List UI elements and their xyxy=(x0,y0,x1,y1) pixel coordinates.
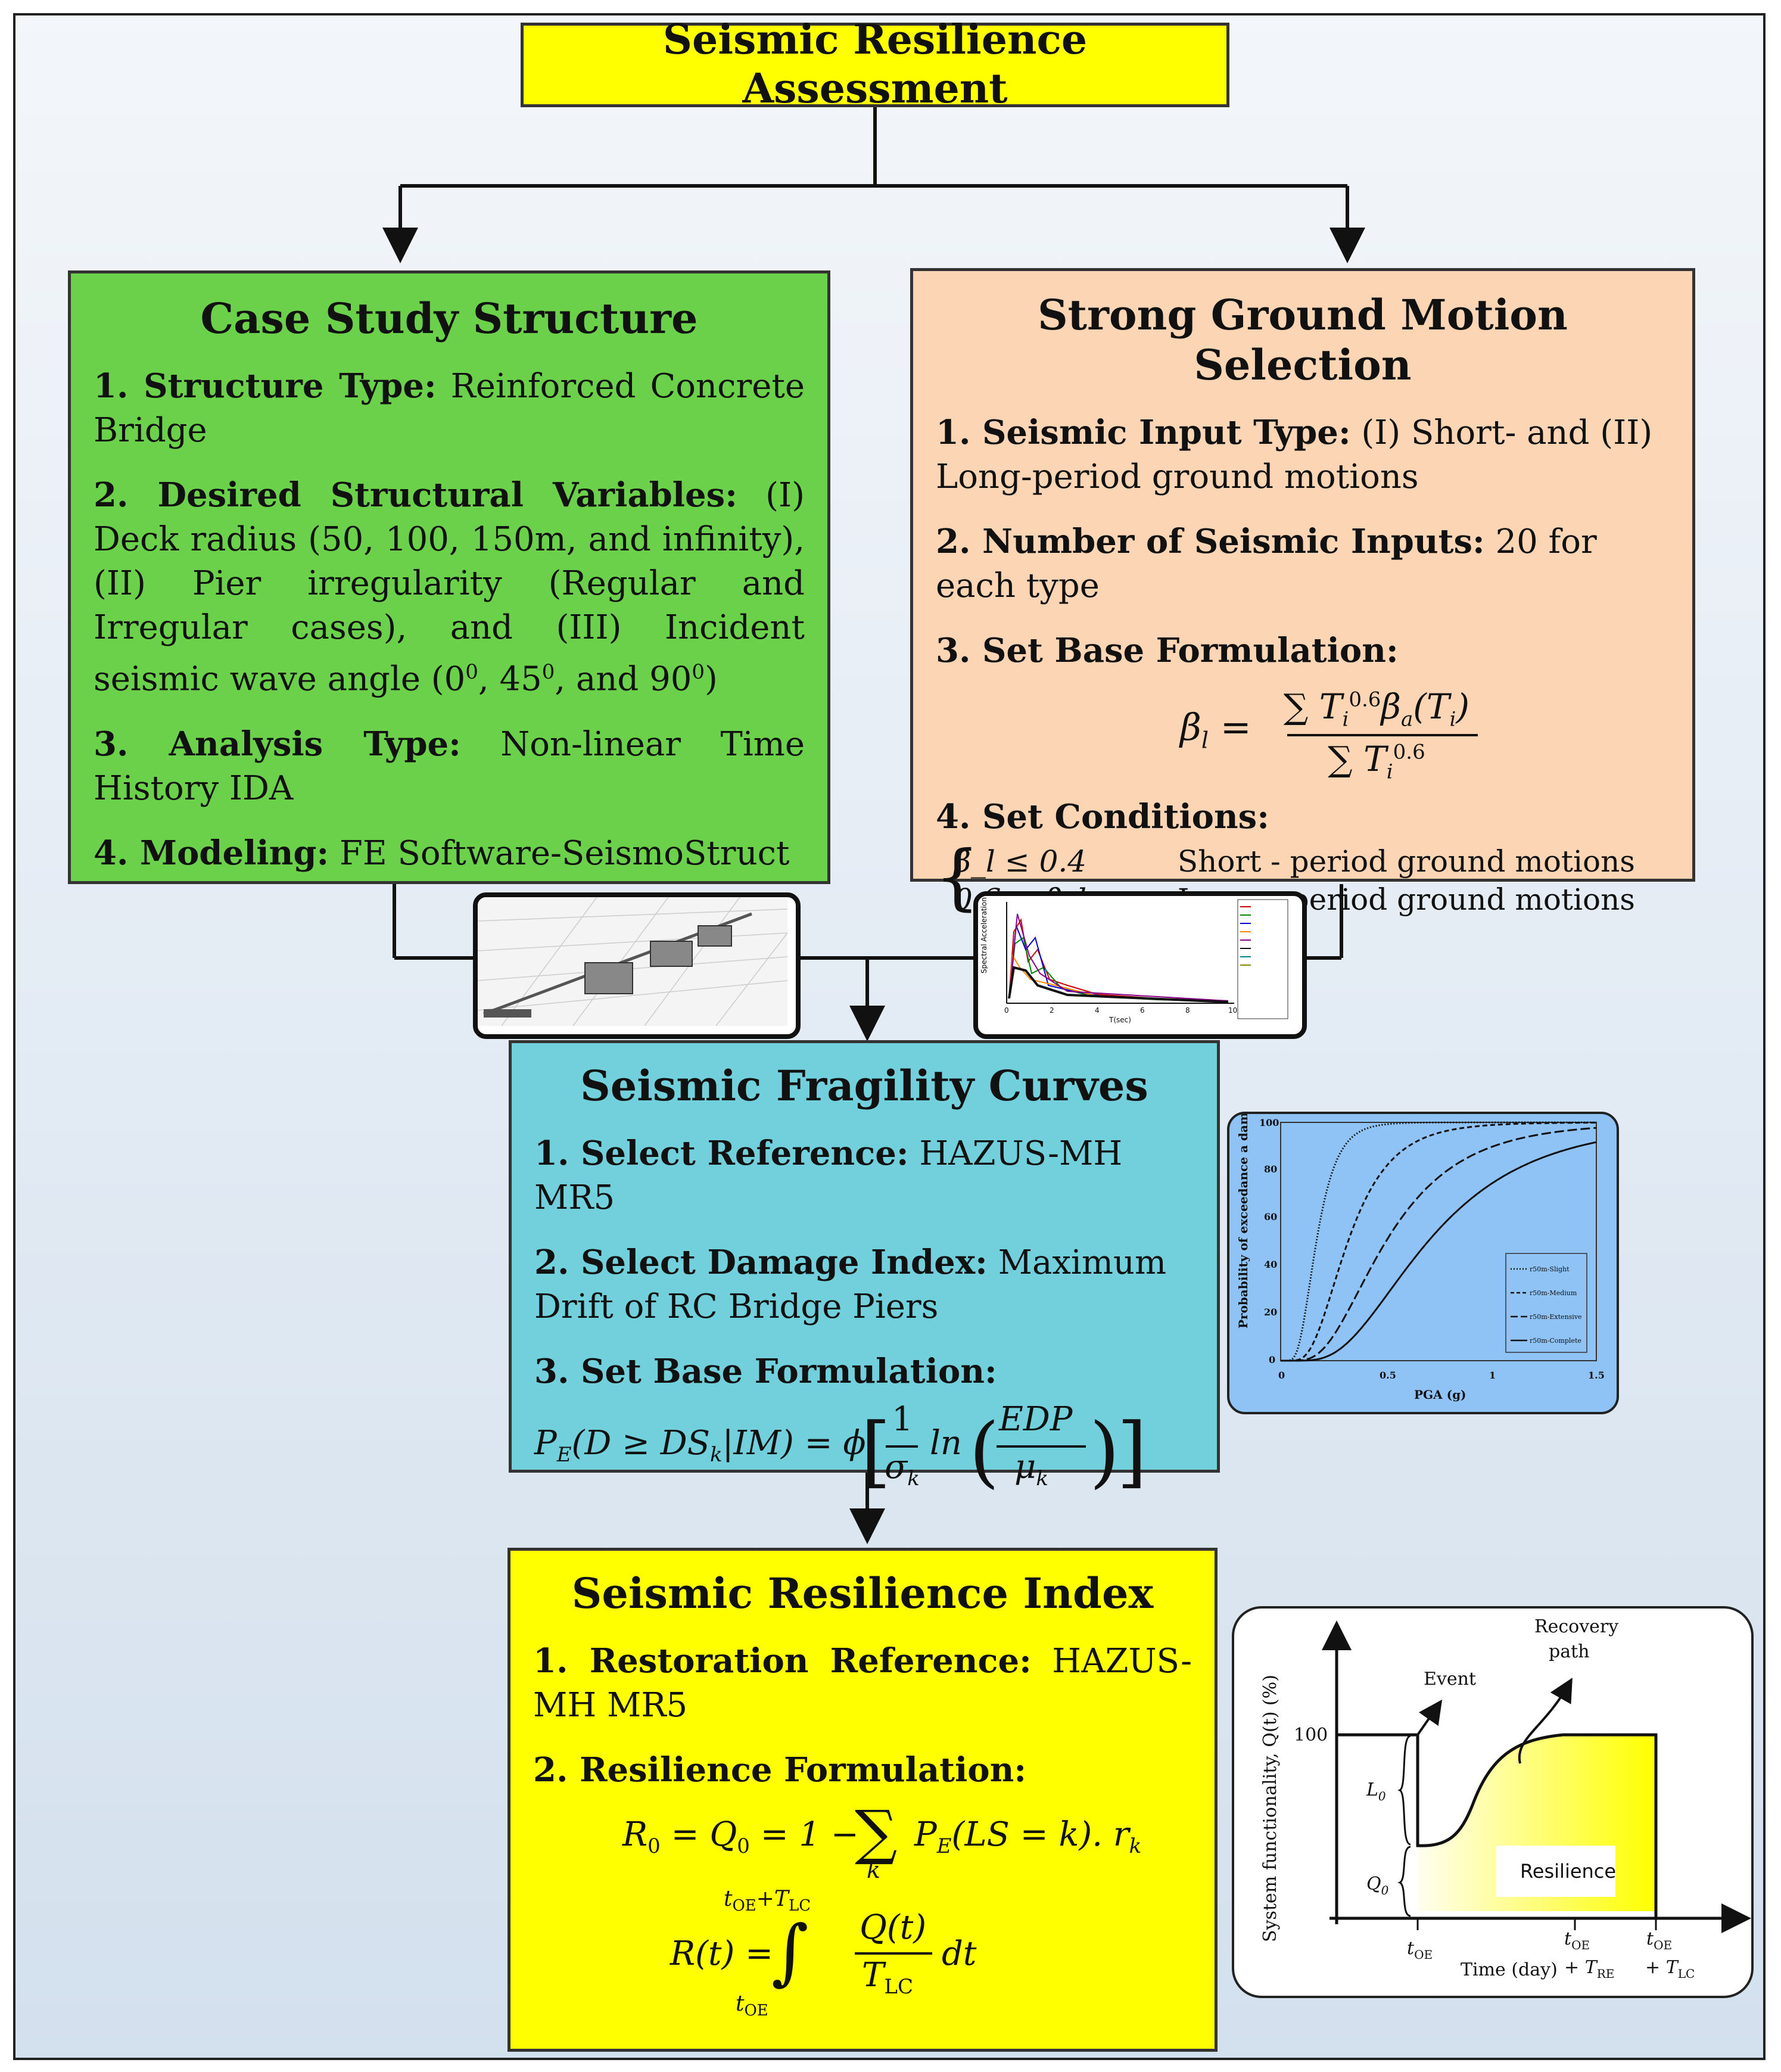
fragility-formula: PE(D ≥ DSk|IM) = ϕ [ 1 σk ln ( EDP μk ) … xyxy=(534,1400,1147,1497)
set-conditions-item: 4. Set Conditions: xyxy=(936,797,1269,836)
set-base-formulation-item: 3. Set Base Formulation: xyxy=(936,631,1399,670)
legend-slight: r50m-Slight xyxy=(1530,1265,1570,1273)
number-of-inputs-item: 2. Number of Seismic Inputs: 20 for each… xyxy=(936,522,1597,605)
fragility-formulation-item: 3. Set Base Formulation: xyxy=(534,1352,997,1391)
t-lc-plus: + TLC xyxy=(1645,1957,1695,1981)
structure-type-item: 1. Structure Type: Reinforced Concrete B… xyxy=(94,366,805,450)
spectra-xtick-3: 6 xyxy=(1140,1006,1145,1015)
resilience-formulation-item: 2. Resilience Formulation: xyxy=(533,1750,1026,1790)
fragility-curve-r50m-Slight xyxy=(1281,1121,1596,1362)
spectra-xtick-1: 2 xyxy=(1050,1006,1054,1015)
condition-short: β_l ≤ 0.4 Short - period ground motions xyxy=(954,844,1635,879)
case-study-box: Case Study Structure 1. Structure Type: … xyxy=(68,270,830,884)
fragility-curve-r50m-Complete xyxy=(1281,1141,1597,1362)
t-lc-label: tOE xyxy=(1646,1928,1672,1952)
legend-complete: r50m-Complete xyxy=(1530,1337,1581,1345)
fragility-curve-r50m-Medium xyxy=(1281,1121,1596,1362)
frag-ytick-2: 40 xyxy=(1264,1259,1277,1270)
resilience-chart-panel: System functionality, Q(t) (%) 100 Event… xyxy=(1232,1606,1754,1998)
fragility-y-label: Probability of exceedance a damage state… xyxy=(1236,1114,1250,1329)
frag-xtick-3: 1.5 xyxy=(1588,1370,1605,1381)
resilience-chart: System functionality, Q(t) (%) 100 Event… xyxy=(1260,1616,1751,1981)
t-oe-label: tOE xyxy=(1407,1938,1433,1962)
resilience-title: Seismic Resilience Index xyxy=(571,1569,1154,1618)
frag-ytick-5: 100 xyxy=(1259,1117,1279,1128)
assessment-title: Seismic Resilience Assessment xyxy=(662,16,1088,113)
analysis-type-item: 3. Analysis Type: Non-linear Time Histor… xyxy=(94,724,805,808)
response-spectra-plot: Spectral Acceleration (g) 0 2 4 6 8 10 T… xyxy=(978,896,1293,1025)
fragility-box: Seismic Fragility Curves 1. Select Refer… xyxy=(509,1040,1220,1497)
resilience-area-label: Resilience xyxy=(1520,1860,1616,1883)
fragility-legend xyxy=(1505,1253,1587,1353)
select-damage-index-item: 2. Select Damage Index: Maximum Drift of… xyxy=(534,1243,1167,1326)
label-100: 100 xyxy=(1294,1725,1328,1746)
ground-motion-box: Strong Ground Motion Selection 1. Seismi… xyxy=(910,268,1695,917)
ground-motion-title: Strong Ground Motion Selection xyxy=(1038,290,1568,390)
assessment-title-box: Seismic Resilience Assessment xyxy=(521,16,1229,113)
legend-medium: r50m-Medium xyxy=(1530,1289,1577,1297)
fragility-title: Seismic Fragility Curves xyxy=(580,1061,1148,1110)
t-re-plus: + TRE xyxy=(1564,1957,1614,1981)
event-label: Event xyxy=(1424,1669,1476,1690)
frag-ytick-1: 20 xyxy=(1264,1306,1277,1318)
frag-xtick-0: 0 xyxy=(1278,1370,1285,1381)
fragility-x-label: PGA (g) xyxy=(1414,1387,1466,1402)
q0-label: Q0 xyxy=(1366,1874,1389,1897)
spectra-x-label: T(sec) xyxy=(1109,1016,1131,1024)
fragility-curve-r50m-Extensive xyxy=(1281,1127,1597,1362)
restoration-reference-item: 1. Restoration Reference: HAZUS-MH MR5 xyxy=(533,1641,1192,1725)
spectra-xtick-2: 4 xyxy=(1095,1006,1100,1015)
frag-ytick-3: 60 xyxy=(1264,1211,1277,1222)
bridge-model-image xyxy=(473,892,801,1039)
fragility-chart-panel: Probability of exceedance a damage state… xyxy=(1227,1112,1619,1414)
response-spectra-image: Spectral Acceleration (g) 0 2 4 6 8 10 T… xyxy=(973,891,1307,1039)
spectra-xtick-0: 0 xyxy=(1004,1006,1009,1015)
spectra-xtick-4: 8 xyxy=(1185,1006,1190,1015)
case-study-title: Case Study Structure xyxy=(200,294,698,343)
frag-xtick-2: 1 xyxy=(1489,1370,1496,1381)
beta-formula: βl = ∑ Ti0.6βa(Ti) ∑ Ti0.6 xyxy=(936,682,1670,784)
resilience-formula-r0: R0 = Q0 = 1 − ∑ k PE(LS = k). rk xyxy=(622,1797,1142,1883)
resilience-x-label: Time (day) xyxy=(1461,1959,1558,1980)
frag-ytick-0: 0 xyxy=(1269,1354,1275,1365)
spectra-xtick-5: 10 xyxy=(1228,1006,1237,1015)
select-reference-item: 1. Select Reference: HAZUS-MH MR5 xyxy=(534,1134,1123,1217)
legend-extensive: r50m-Extensive xyxy=(1530,1313,1582,1321)
frag-xtick-1: 0.5 xyxy=(1380,1370,1396,1381)
frag-ytick-4: 80 xyxy=(1264,1163,1277,1175)
resilience-box: Seismic Resilience Index 1. Restoration … xyxy=(507,1548,1218,2052)
resilience-formula-rt: tOE+TLC R(t) = ∫ tOE Q(t) TLC dt xyxy=(670,1887,977,2020)
t-re-label: tOE xyxy=(1564,1928,1590,1952)
spectra-y-label: Spectral Acceleration (g) xyxy=(980,896,988,973)
bridge-model-drawing xyxy=(478,897,788,1026)
modeling-item: 4. Modeling: FE Software-SeismoStruct xyxy=(94,833,790,873)
l0-label: L0 xyxy=(1366,1779,1386,1803)
structural-variables-item: 2. Desired Structural Variables: (I) Dec… xyxy=(94,475,805,699)
seismic-input-type-item: 1. Seismic Input Type: (I) Short- and (I… xyxy=(936,413,1653,496)
resilience-y-label: System functionality, Q(t) (%) xyxy=(1260,1675,1281,1942)
fragility-chart: Probability of exceedance a damage state… xyxy=(1236,1114,1605,1402)
